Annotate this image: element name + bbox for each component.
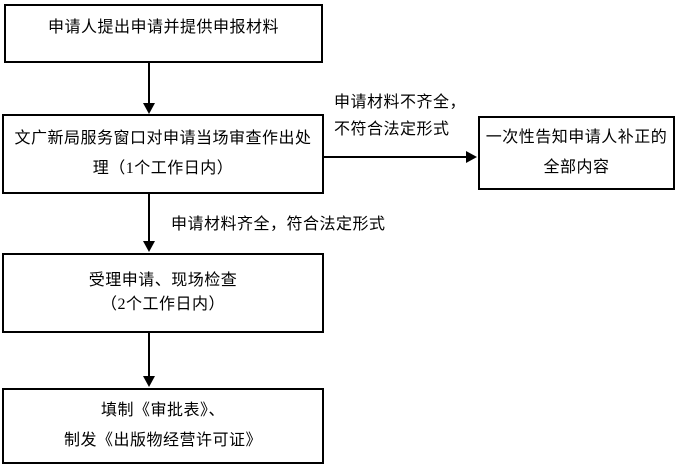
flowchart-box-accept: 受理申请、现场检查 （2个工作日内） (2, 253, 324, 333)
arrow-apply-to-review-arrowhead-icon (143, 103, 155, 114)
arrow-review-to-accept-line (148, 194, 150, 242)
arrow-accept-to-issue-line (148, 333, 150, 377)
box-notify-text-line1: 一次性告知申请人补正的 (485, 129, 668, 146)
flowchart-box-notify: 一次性告知申请人补正的 全部内容 (478, 116, 675, 190)
branch-label-incomplete-line2: 不符合法定形式 (334, 121, 450, 138)
arrow-accept-to-issue-arrowhead-icon (143, 376, 155, 387)
box-accept-text-line2: （2个工作日内） (100, 296, 225, 313)
arrow-review-to-accept-arrowhead-icon (143, 241, 155, 252)
box-accept-text-line1: 受理申请、现场检查 (88, 272, 238, 289)
branch-label-complete-line1: 申请材料齐全，符合法定形式 (171, 216, 386, 233)
flowchart-box-issue: 填制《审批表》、 制发《出版物经营许可证》 (2, 388, 324, 464)
arrow-review-to-notify-line (324, 156, 467, 158)
flowchart-box-apply: 申请人提出申请并提供申报材料 (4, 4, 323, 63)
flowchart-box-review: 文广新局服务窗口对申请当场审查作出处 理（1个工作日内） (2, 114, 324, 194)
box-notify-text-line2: 全部内容 (543, 159, 610, 176)
branch-label-incomplete: 申请材料不齐全， 不符合法定形式 (334, 89, 466, 143)
branch-label-complete: 申请材料齐全，符合法定形式 (171, 211, 386, 238)
arrow-apply-to-review-line (148, 63, 150, 105)
box-issue-text-line2: 制发《出版物经营许可证》 (63, 432, 262, 449)
box-review-text-line1: 文广新局服务窗口对申请当场审查作出处 (14, 130, 312, 147)
box-apply-text: 申请人提出申请并提供申报材料 (47, 18, 279, 36)
branch-label-incomplete-line1: 申请材料不齐全， (334, 94, 467, 111)
arrow-review-to-notify-arrowhead-icon (466, 151, 477, 163)
box-review-text-line2: 理（1个工作日内） (92, 160, 234, 177)
box-issue-text-line1: 填制《审批表》、 (100, 402, 225, 419)
